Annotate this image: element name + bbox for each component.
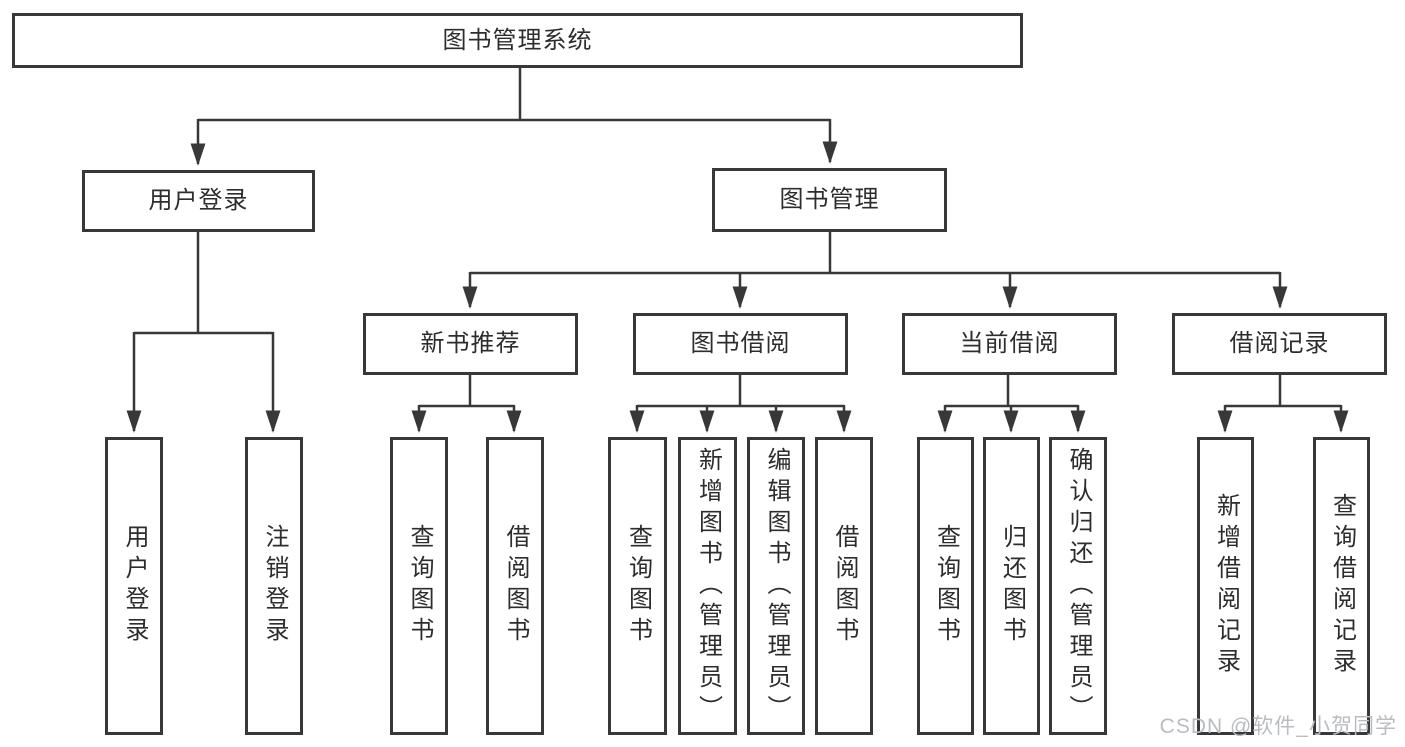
node-book-borrowing: 图书借阅 xyxy=(633,313,848,375)
node-label: 编辑图书（管理员） xyxy=(763,446,790,726)
node-label: 当前借阅 xyxy=(959,330,1060,357)
node-label: 图书管理系统 xyxy=(442,26,593,54)
node-label: 查询图书 xyxy=(406,524,433,648)
node-label: 用户登录 xyxy=(121,524,148,648)
leaf-bb-add-books-admin: 新增图书（管理员） xyxy=(678,437,737,735)
node-library-management-system: 图书管理系统 xyxy=(12,13,1023,68)
node-current-borrowing: 当前借阅 xyxy=(902,313,1117,375)
leaf-user-login: 用户登录 xyxy=(105,437,163,735)
node-label: 新增图书（管理员） xyxy=(694,446,722,726)
leaf-bb-query-books: 查询图书 xyxy=(608,437,667,735)
node-book-management: 图书管理 xyxy=(712,168,947,232)
node-label: 新书推荐 xyxy=(420,330,521,357)
node-label: 查询借阅记录 xyxy=(1328,493,1356,679)
node-label: 查询图书 xyxy=(932,524,960,648)
csdn-watermark: CSDN @软件_小贺同学 xyxy=(1159,715,1397,738)
node-label: 新增借阅记录 xyxy=(1212,493,1240,679)
leaf-cb-return-books: 归还图书 xyxy=(983,437,1040,735)
leaf-bb-borrow-books: 借阅图书 xyxy=(815,437,873,735)
node-label: 借阅记录 xyxy=(1229,330,1330,357)
node-label: 借阅图书 xyxy=(831,524,858,648)
leaf-nb-query-books: 查询图书 xyxy=(390,437,448,735)
node-label: 查询图书 xyxy=(624,524,652,648)
node-user-login: 用户登录 xyxy=(82,170,315,232)
leaf-bb-edit-books-admin: 编辑图书（管理员） xyxy=(747,437,805,735)
node-label: 用户登录 xyxy=(148,187,249,214)
leaf-cb-query-books: 查询图书 xyxy=(917,437,974,735)
node-label: 注销登录 xyxy=(261,524,288,648)
leaf-br-query-record: 查询借阅记录 xyxy=(1313,437,1370,735)
leaf-cb-confirm-return-admin: 确认归还（管理员） xyxy=(1049,437,1107,735)
node-new-book-recommendation: 新书推荐 xyxy=(363,313,578,375)
leaf-logout: 注销登录 xyxy=(245,437,303,735)
node-label: 归还图书 xyxy=(998,524,1026,648)
leaf-nb-borrow-books: 借阅图书 xyxy=(486,437,544,735)
node-label: 确认归还（管理员） xyxy=(1065,446,1092,726)
leaf-br-add-record: 新增借阅记录 xyxy=(1197,437,1254,735)
node-label: 图书管理 xyxy=(779,186,880,213)
node-label: 借阅图书 xyxy=(502,524,529,648)
node-borrowing-records: 借阅记录 xyxy=(1172,313,1387,375)
node-label: 图书借阅 xyxy=(690,330,791,357)
